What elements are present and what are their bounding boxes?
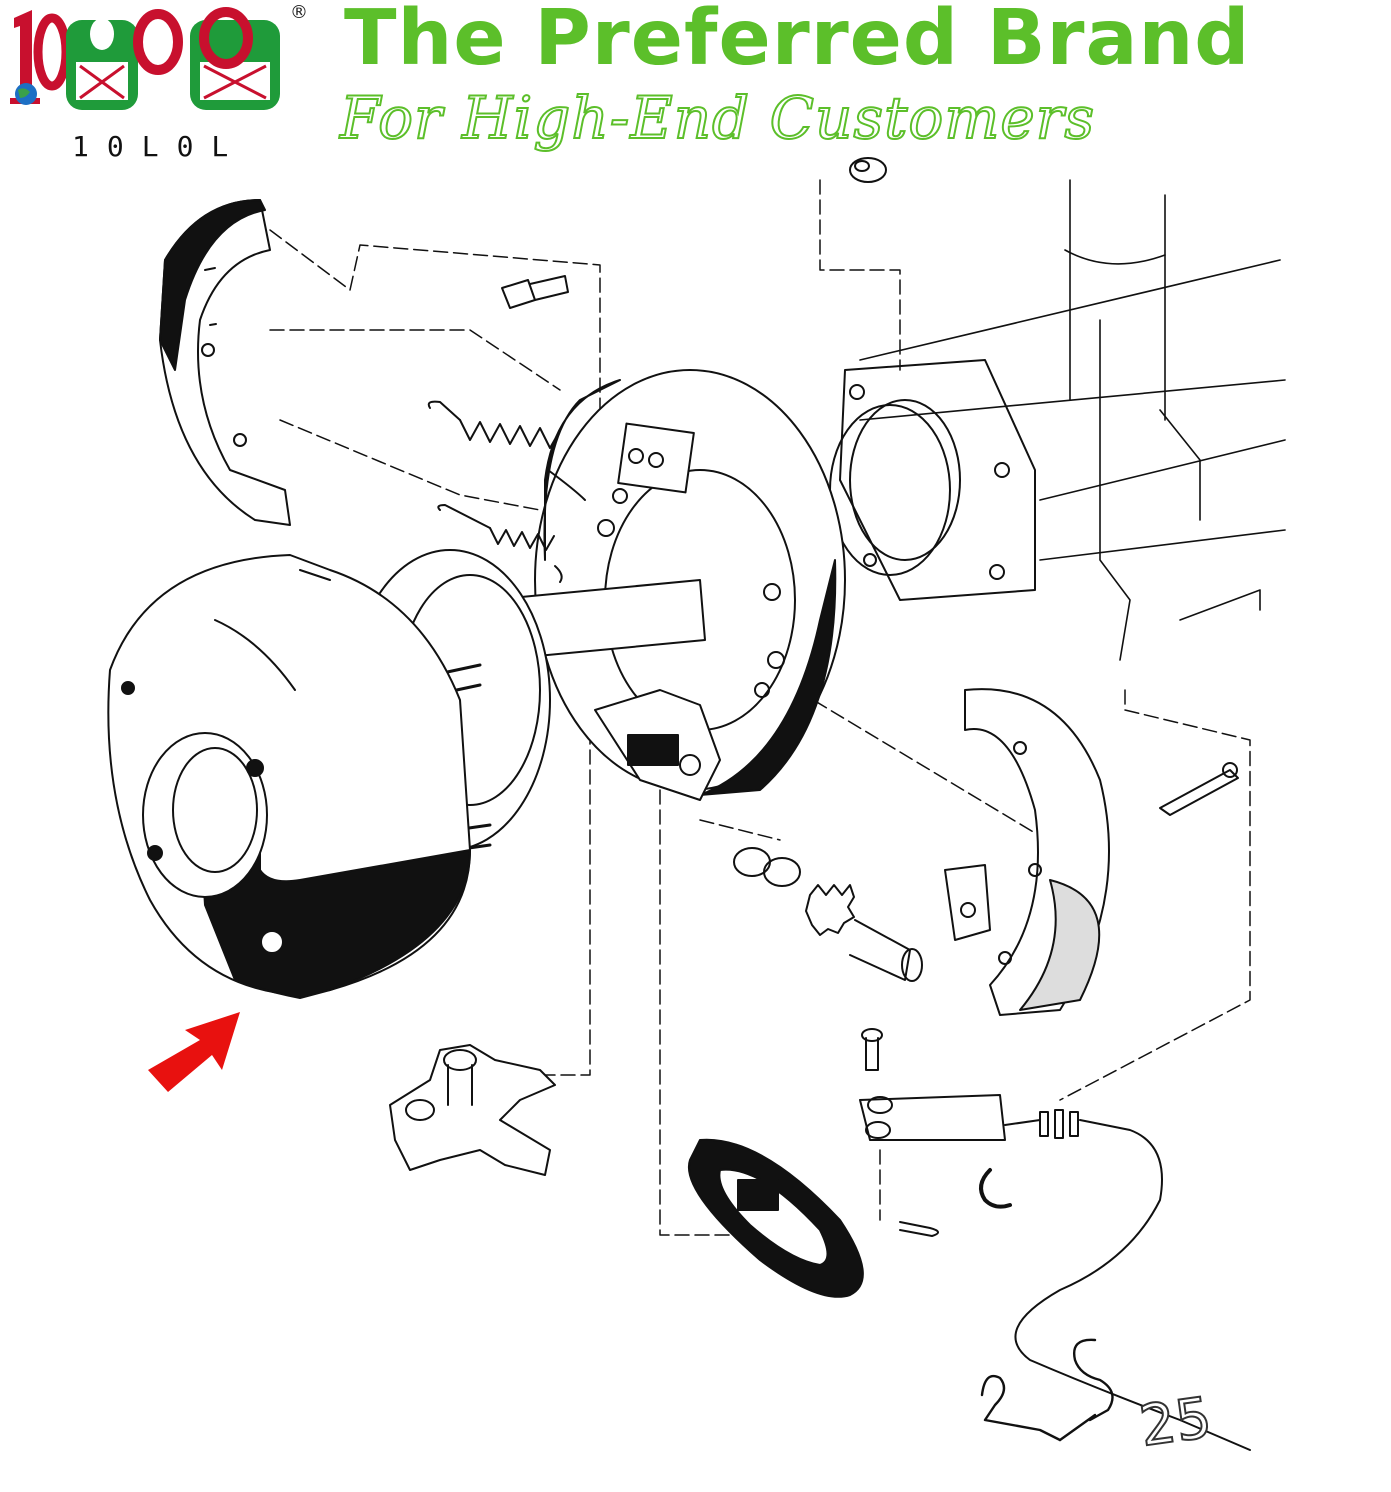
pointer-arrow (148, 1012, 240, 1092)
tagline: For High-End Customers (339, 83, 1096, 153)
return-spring-upper (427, 400, 586, 501)
return-spring-lower (437, 504, 563, 583)
e-clip (979, 1168, 1012, 1209)
brake-shoe-right (944, 688, 1110, 1016)
logo-caption: 10L0L (72, 130, 247, 163)
top-bolt (501, 275, 569, 309)
axle-flange (829, 359, 1036, 601)
park-brake-lever (389, 1044, 556, 1176)
dust-cover (687, 1138, 864, 1298)
brand-logo (10, 7, 280, 110)
brake-shoe-left (159, 199, 291, 526)
brake-drum (107, 554, 471, 999)
cable (1004, 1109, 1251, 1451)
adjuster-lever-bracket (594, 689, 721, 801)
return-spring-25 (980, 1338, 1114, 1442)
cotter-pin (899, 1221, 939, 1237)
clevis (859, 1094, 1006, 1141)
registered-mark: ® (290, 2, 308, 23)
headline: The Preferred Brand (344, 0, 1251, 83)
clevis-pin (861, 1028, 883, 1071)
axle-tube (859, 179, 1286, 661)
callout-number: 25 (1135, 1384, 1217, 1460)
cotter-pin-right (1159, 762, 1239, 816)
adjuster-screw (733, 847, 923, 982)
hex-nut (849, 157, 887, 183)
